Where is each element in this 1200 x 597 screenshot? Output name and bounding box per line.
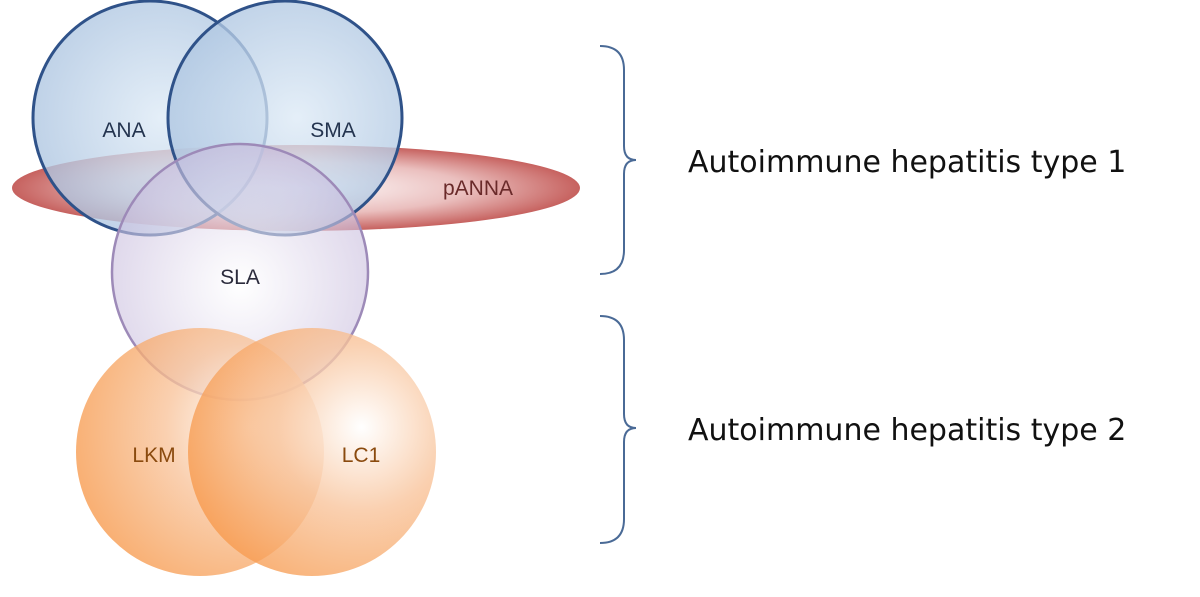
panna-label: pANNA	[443, 177, 513, 200]
ana-label: ANA	[102, 119, 145, 142]
type1-bracket	[599, 45, 637, 275]
type2-label: Autoimmune hepatitis type 2	[688, 413, 1126, 448]
lc1-circle	[188, 328, 436, 576]
type2-bracket	[599, 315, 637, 544]
type1-label: Autoimmune hepatitis type 1	[688, 145, 1126, 180]
lc1-label: LC1	[342, 444, 381, 467]
lkm-label: LKM	[132, 444, 175, 467]
sla-label: SLA	[220, 266, 260, 289]
sma-label: SMA	[310, 119, 356, 142]
